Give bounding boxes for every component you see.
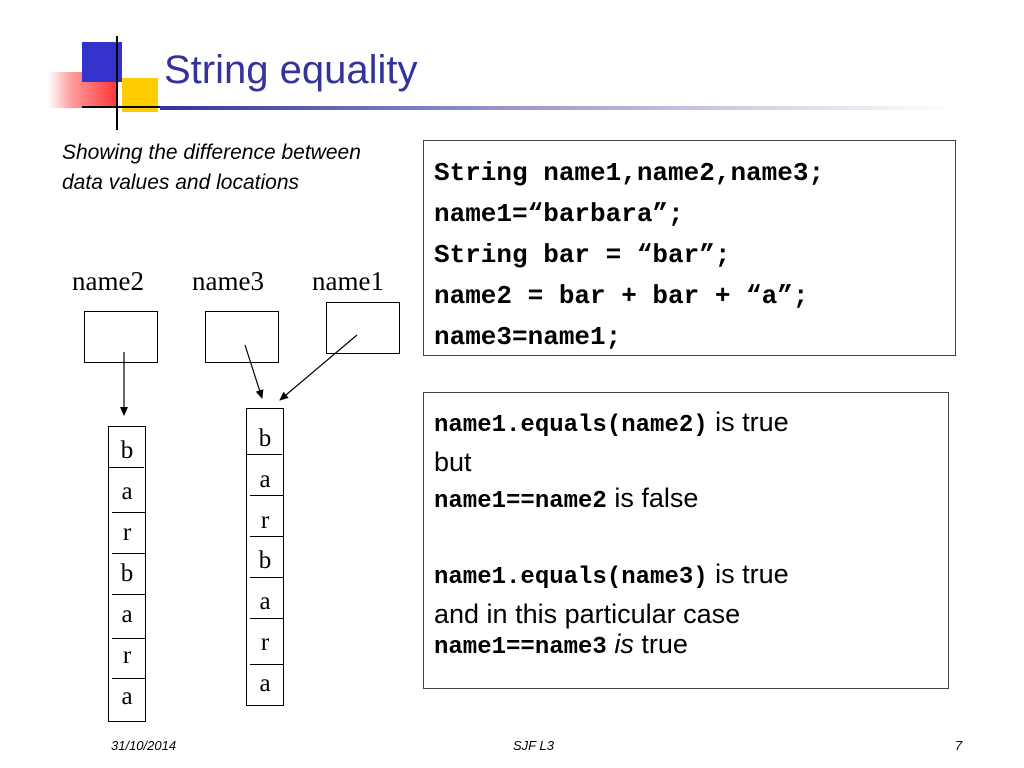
char-cell: b [258,425,272,452]
char-cell: b [258,547,272,574]
footer-center: SJF L3 [513,738,554,753]
char-cell: a [259,670,271,697]
result-code: name1.equals(name3) [434,564,708,591]
slide-logo [0,0,170,130]
char-divider [108,467,144,468]
result-code: name1==name3 [434,634,607,661]
char-divider [112,553,146,554]
result-spacer [434,523,948,553]
code-box: String name1,name2,name3; name1=“barbara… [423,140,956,356]
result-text: true [633,629,688,659]
char-cell: b [120,560,134,587]
logo-blue-block [82,42,122,82]
result-text: is true [707,559,789,589]
char-divider [250,577,284,578]
reference-box-name3 [205,311,279,363]
result-text: is true [707,407,789,437]
code-line: String bar = “bar”; [434,240,731,270]
char-divider [112,594,146,595]
reference-box-name2 [84,311,158,363]
result-line-2: but [434,447,948,477]
char-cell: a [259,588,271,615]
char-divider [250,664,284,665]
code-line: name2 = bar + bar + “a”; [434,281,809,311]
char-cell: a [121,601,133,628]
result-line-3: name1==name2 is false [434,477,948,523]
result-text: is false [606,483,699,513]
char-cell: r [260,507,270,534]
code-line: name1=“barbara”; [434,199,684,229]
char-divider [250,618,284,619]
result-code: name1==name2 [434,488,607,515]
logo-horizontal-line [82,106,170,108]
code-line: String name1,name2,name3; [434,158,825,188]
reference-box-name1 [326,302,400,354]
char-divider [112,638,146,639]
char-divider [250,495,284,496]
code-line: name3=name1; [434,322,622,352]
char-cell: r [122,642,132,669]
result-italic-text: is [614,629,634,659]
char-divider [246,454,282,455]
footer-date: 31/10/2014 [111,738,177,753]
char-divider [112,512,146,513]
char-divider [112,678,146,679]
result-text: and in this particular case [434,599,741,629]
slide-subtitle: Showing the difference between data valu… [62,141,361,194]
title-underline [160,106,950,110]
string-object-name1: b a r b a r a [246,408,284,706]
char-divider [250,536,284,537]
char-cell: a [259,466,271,493]
result-line-5: and in this particular case [434,599,948,629]
variable-label-name3: name3 [192,266,264,296]
slide-title: String equality [164,48,418,92]
variable-label-name1: name1 [312,266,384,296]
char-cell: a [121,683,133,710]
result-code: name1.equals(name2) [434,412,708,439]
logo-vertical-line [116,36,118,130]
result-line-1: name1.equals(name2) is true [434,401,948,447]
results-box: name1.equals(name2) is true but name1==n… [423,392,949,689]
variable-label-name2: name2 [72,266,144,296]
char-cell: r [260,629,270,656]
footer-page-number: 7 [955,738,963,753]
string-object-name2: b a r b a r a [108,426,146,722]
result-line-6: name1==name3 is true [434,629,948,663]
result-line-4: name1.equals(name3) is true [434,553,948,599]
result-text: but [434,447,472,477]
char-cell: b [120,437,134,464]
char-cell: a [121,478,133,505]
char-cell: r [122,519,132,546]
